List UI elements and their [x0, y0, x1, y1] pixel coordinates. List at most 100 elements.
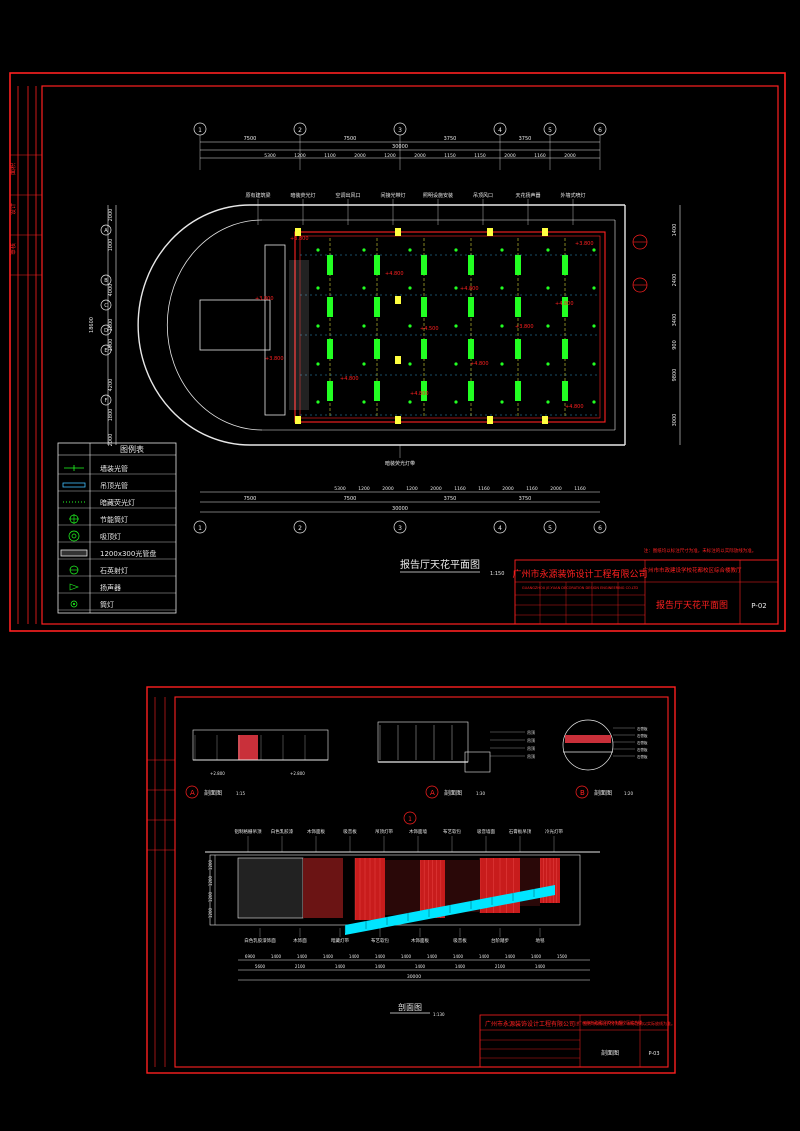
section-marker-circle — [575, 785, 589, 799]
sheet2-outer-frame — [146, 686, 676, 1074]
axis-label-left: C — [104, 303, 108, 309]
downlight — [362, 286, 366, 290]
callout-text: 照明设施安装 — [423, 192, 453, 199]
dim-value: 1400 — [531, 954, 542, 959]
downlight — [362, 362, 366, 366]
callout-text: 原有建筑梁 — [245, 192, 270, 199]
axis-label: 2 — [298, 525, 302, 532]
side-label: 面积 — [9, 163, 17, 175]
dim-total: 30000 — [392, 506, 408, 512]
downlight — [408, 400, 412, 404]
legend-label: 吸顶灯 — [100, 532, 121, 541]
axis-label-left: A — [104, 228, 108, 234]
light-panel — [374, 381, 380, 401]
axis-label: 2 — [298, 127, 302, 134]
side-label: 设计 — [9, 203, 17, 215]
downlight — [500, 324, 504, 328]
dim-value: 1200 — [294, 153, 306, 159]
dim-value: 1160 — [454, 486, 466, 492]
dim-value: 2000 — [414, 153, 426, 159]
section-b-scale: 1:30 — [476, 791, 485, 796]
axis-bubble-left — [100, 344, 112, 356]
column-marker — [542, 416, 548, 424]
dim-value: 2000 — [504, 153, 516, 159]
downlight — [546, 400, 550, 404]
light-panel — [515, 339, 521, 359]
downlight — [316, 286, 320, 290]
dim-value: 1150 — [444, 153, 456, 159]
elevation-label: +4.800 — [555, 301, 574, 307]
callout-text: 吸音板 — [343, 828, 357, 835]
dim-value: 1400 — [455, 964, 466, 969]
dim-value: 1400 — [479, 954, 490, 959]
light-panel — [327, 297, 333, 317]
dim-value-left: 1200 — [208, 875, 213, 886]
section-c-circle — [562, 719, 614, 771]
section-c-scale: 1:20 — [624, 791, 633, 796]
dim-value: 3750 — [519, 496, 532, 502]
legend-label: 1200x300光管盘 — [100, 549, 156, 558]
column-marker — [395, 296, 401, 304]
axis-label: 1 — [198, 127, 202, 134]
dim-value-left: 1200 — [208, 907, 213, 918]
legend-symbol — [68, 530, 80, 542]
company-name-2: 广州市永源装饰设计工程有限公司 — [485, 1020, 575, 1028]
axis-bubble — [293, 520, 307, 534]
section-marker-circle — [185, 785, 199, 799]
axis-bubble — [593, 520, 607, 534]
light-panel — [515, 255, 521, 275]
callout-text: 吊顶 — [527, 730, 535, 735]
dim-value: 1150 — [474, 153, 486, 159]
light-panel — [421, 381, 427, 401]
callout-text: 吊顶 — [527, 754, 535, 759]
dim-value: 3750 — [519, 136, 532, 142]
title-block-2 — [479, 1014, 669, 1068]
callout-text: 石膏板 — [637, 733, 648, 738]
dim-value-left: 1200 — [208, 859, 213, 870]
elevation-label: +4.800 — [565, 404, 584, 410]
side-label: 审核 — [9, 243, 17, 255]
dim-value: 1400 — [297, 954, 308, 959]
callout-text: 木饰面 — [293, 937, 307, 944]
legend-label: 石英射灯 — [100, 566, 128, 575]
dim-value-right: 900 — [672, 340, 678, 350]
elevation-label: +2.800 — [290, 771, 305, 776]
drawing-name-2: 剖面图 — [601, 1049, 619, 1057]
dim-value-left: 4200 — [108, 379, 114, 392]
downlight — [408, 362, 412, 366]
sheet1-title: 报告厅天花平面图 — [400, 558, 480, 571]
drawing-number-2: P-03 — [648, 1051, 659, 1057]
light-panel — [562, 255, 568, 275]
elevation-label: +4.800 — [460, 286, 479, 292]
dim-value: 1400 — [427, 954, 438, 959]
axis-label: 3 — [398, 127, 402, 134]
callout-text: 布艺软包 — [443, 828, 461, 835]
dark-panel — [385, 860, 420, 915]
downlight — [500, 362, 504, 366]
dim-value: 2100 — [295, 964, 306, 969]
axis-bubble-left — [100, 394, 112, 406]
dim-value: 7500 — [244, 496, 257, 502]
callout-text: 白色乳胶漆饰面 — [244, 937, 276, 944]
dim-total-left: 18600 — [89, 317, 95, 333]
section-a-box — [192, 729, 329, 761]
axis-label: 6 — [598, 127, 602, 134]
section-marker-label: 1 — [408, 816, 412, 823]
dim-value-right: 3400 — [672, 314, 678, 327]
light-panel — [468, 339, 474, 359]
downlight — [316, 248, 320, 252]
dim-value: 3750 — [444, 496, 457, 502]
dim-value: 2000 — [382, 486, 394, 492]
elevation-label: +3.800 — [265, 356, 284, 362]
light-panel — [515, 297, 521, 317]
downlight — [454, 248, 458, 252]
section-b-box — [377, 721, 469, 763]
dim-value: 7500 — [244, 136, 257, 142]
legend-symbol — [73, 603, 75, 605]
dim-value-left: 1200 — [208, 891, 213, 902]
downlight — [362, 324, 366, 328]
dim-value: 3750 — [444, 136, 457, 142]
